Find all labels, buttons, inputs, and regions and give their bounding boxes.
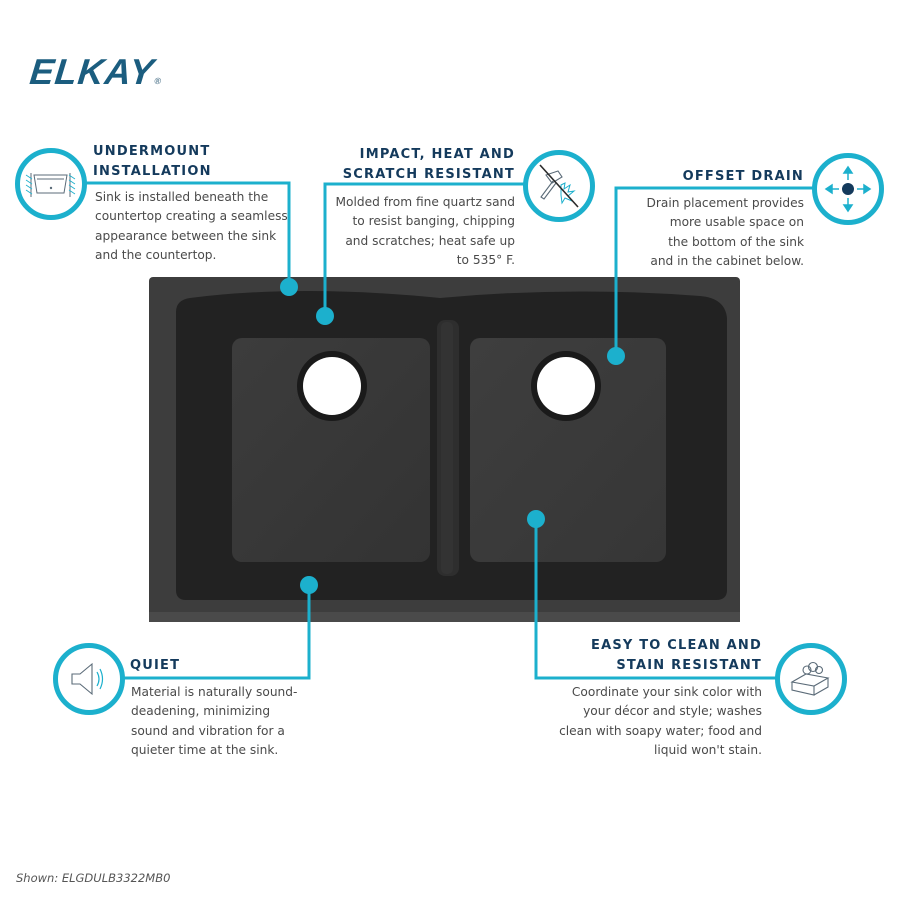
quiet-icon-ring bbox=[53, 643, 125, 715]
callout-dot-offset-drain bbox=[607, 347, 625, 365]
feature-desc-impact: Molded from fine quartz sand to resist b… bbox=[335, 195, 515, 267]
feature-desc-quiet: Material is naturally sound- deadening, … bbox=[131, 685, 298, 757]
offset-drain-icon-ring bbox=[812, 153, 884, 225]
callout-dot-easy-clean bbox=[527, 510, 545, 528]
left-basin-floor bbox=[232, 338, 430, 562]
feature-title-undermount: UNDERMOUNT INSTALLATION bbox=[93, 144, 212, 179]
feature-title-quiet: QUIET bbox=[130, 658, 181, 673]
undermount-icon-ring bbox=[15, 148, 87, 220]
drain-arrows-icon bbox=[824, 165, 872, 213]
speaker-icon bbox=[71, 662, 104, 696]
easy-clean-icon-ring bbox=[775, 643, 847, 715]
feature-desc-undermount: Sink is installed beneath the countertop… bbox=[95, 190, 288, 262]
feature-desc-offset-drain: Drain placement provides more usable spa… bbox=[646, 196, 804, 268]
feature-title-offset-drain: OFFSET DRAIN bbox=[682, 169, 804, 184]
feature-title-easy-clean: EASY TO CLEAN AND STAIN RESISTANT bbox=[591, 638, 762, 673]
impact-icon-ring bbox=[523, 150, 595, 222]
feature-desc-easy-clean: Coordinate your sink color with your déc… bbox=[559, 685, 762, 757]
callout-dot-undermount bbox=[280, 278, 298, 296]
right-basin-floor bbox=[470, 338, 666, 562]
feature-title-impact: IMPACT, HEAT AND SCRATCH RESISTANT bbox=[342, 147, 515, 182]
no-hammer-impact-icon bbox=[539, 164, 579, 208]
shown-model-caption: Shown: ELGDULB3322MB0 bbox=[16, 871, 171, 885]
callout-dot-quiet bbox=[300, 576, 318, 594]
callout-dot-impact bbox=[316, 307, 334, 325]
undermount-sink-icon bbox=[25, 173, 76, 197]
soap-bar-icon bbox=[790, 661, 830, 696]
